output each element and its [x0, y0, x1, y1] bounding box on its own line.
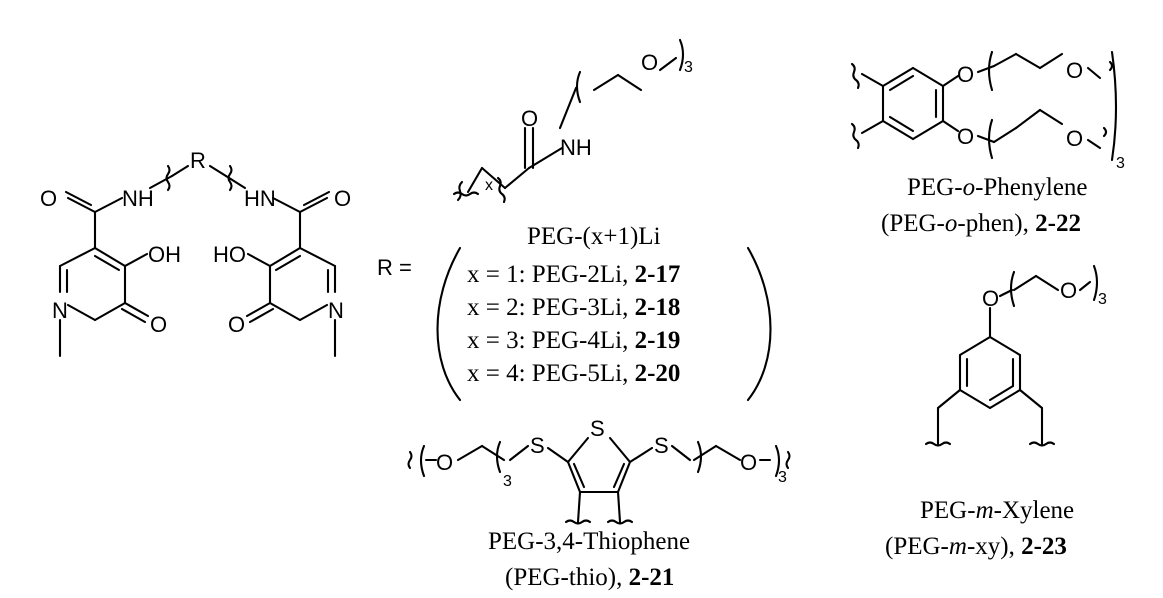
o-phenylene-line-2: (PEG-o-phen), 2-22: [881, 210, 1081, 237]
peg-li-rows: x = 1: PEG-2Li, 2-17 x = 2: PEG-3Li, 2-1…: [467, 261, 680, 387]
atom-s-left-thio: S: [530, 433, 545, 458]
peg-li-row-2: x = 2: PEG-3Li, 2-18: [467, 294, 680, 321]
atom-o-right-amide: O: [334, 186, 351, 211]
atom-o-bottom-phen: O: [957, 124, 974, 149]
atom-o-top-phen: O: [957, 62, 974, 87]
atom-o-xylene-chain: O: [1060, 278, 1077, 303]
atom-o-left-thio: O: [436, 450, 453, 475]
m-xylene-line-2: (PEG-m-xy), 2-23: [885, 533, 1067, 560]
peg-m-xylene-structure: O O 3: [924, 264, 1107, 447]
peg-li-title: PEG-(x+1)Li: [527, 223, 661, 250]
peg-o-phenylene-structure: O O O O 3: [850, 50, 1125, 172]
m-xylene-line-1: PEG-m-Xylene: [920, 497, 1074, 524]
atom-o-left-carbonyl: O: [150, 312, 167, 337]
peg-li-structure: O NH O 3 x: [452, 38, 693, 204]
atom-hn-right: HN: [244, 186, 276, 211]
peg-thiophene-structure: S S S O O 3 3: [407, 416, 791, 525]
atom-s-right-thio: S: [654, 433, 669, 458]
atom-nh-peg-li: NH: [560, 135, 592, 160]
atom-oh-left: OH: [148, 242, 181, 267]
thiophene-line-1: PEG-3,4-Thiophene: [488, 528, 690, 555]
repeat-3-phen: 3: [1116, 155, 1125, 172]
repeat-3-left-thio: 3: [503, 473, 512, 490]
atom-o-xylene: O: [982, 286, 999, 311]
repeat-x-peg-li: x: [485, 177, 493, 194]
atom-n-right: N: [328, 298, 344, 323]
left-pyridinone-ring: [58, 190, 150, 358]
atom-r: R: [190, 148, 206, 173]
atom-ho-right: HO: [213, 242, 246, 267]
atom-o-bottom-chain-phen: O: [1066, 126, 1083, 151]
thiophene-line-2: (PEG-thio), 2-21: [505, 564, 674, 591]
repeat-3-xylene: 3: [1098, 291, 1107, 308]
right-pyridinone-ring: [245, 190, 337, 358]
bis-hopo-ligand: O NH R HN O OH HO O O N N: [40, 148, 351, 358]
atom-o-right-thio: O: [740, 450, 757, 475]
r-equals-label: R =: [377, 255, 412, 280]
o-phenylene-line-1: PEG-o-Phenylene: [907, 174, 1088, 201]
atom-n-left: N: [52, 298, 68, 323]
atom-o-peg-li-chain: O: [641, 50, 658, 75]
right-paren: [746, 246, 772, 402]
atom-o-peg-li: O: [521, 106, 538, 131]
atom-o-right-carbonyl: O: [228, 312, 245, 337]
peg-li-row-4: x = 4: PEG-5Li, 2-20: [467, 360, 680, 387]
repeat-3-peg-li: 3: [684, 59, 693, 76]
atom-o-left-amide: O: [40, 186, 57, 211]
peg-li-row-3: x = 3: PEG-4Li, 2-19: [467, 327, 680, 354]
peg-li-row-1: x = 1: PEG-2Li, 2-17: [467, 261, 680, 288]
repeat-3-right-thio: 3: [778, 469, 787, 486]
atom-s-thiophene-ring: S: [590, 416, 605, 441]
linker: [148, 164, 247, 192]
atom-nh-left: NH: [122, 186, 154, 211]
left-paren: [436, 246, 462, 402]
atom-o-top-chain-phen: O: [1066, 58, 1083, 83]
